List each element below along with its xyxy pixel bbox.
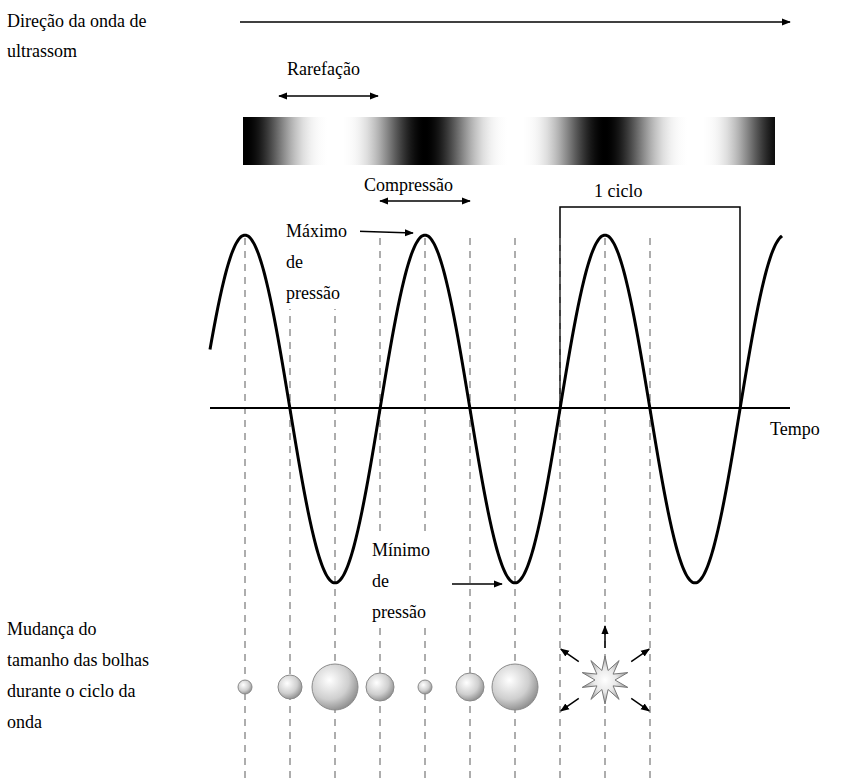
dashed-guide bbox=[244, 238, 245, 778]
dashed-guide bbox=[424, 238, 425, 778]
bubble bbox=[238, 680, 252, 694]
burst-arrow bbox=[561, 649, 579, 662]
bubble bbox=[492, 664, 538, 710]
bubble bbox=[418, 680, 432, 694]
dashed-guides bbox=[245, 238, 650, 778]
compression-span bbox=[380, 200, 470, 202]
bubble-collapse bbox=[561, 626, 649, 711]
dashed-guide bbox=[559, 238, 560, 778]
dashed-guide bbox=[649, 238, 650, 778]
burst-arrow bbox=[561, 698, 579, 711]
cycle-label: 1 ciclo bbox=[592, 180, 644, 202]
burst-arrow bbox=[631, 698, 649, 711]
time-axis bbox=[210, 407, 790, 409]
bubble bbox=[278, 675, 302, 699]
bubble bbox=[366, 673, 394, 701]
compression-label: Compressão bbox=[362, 174, 455, 196]
min-pointer bbox=[452, 583, 502, 585]
bubble bbox=[312, 664, 358, 710]
axis-label: Tempo bbox=[768, 418, 822, 440]
rarefaction-label: Rarefação bbox=[285, 58, 362, 80]
direction-label: Direção da onda de ultrassom bbox=[5, 6, 184, 66]
bubble bbox=[456, 673, 484, 701]
burst-arrow bbox=[604, 626, 606, 648]
pressure-band bbox=[243, 117, 775, 165]
pressure-min-label: Mínimo de pressão bbox=[370, 535, 449, 628]
direction-arrow bbox=[240, 21, 790, 23]
collapse-star bbox=[582, 656, 628, 704]
pressure-max-label: Máximo de pressão bbox=[284, 216, 360, 309]
burst-arrow bbox=[631, 649, 649, 662]
bubble-caption: Mudança do tamanho das bolhas durante o … bbox=[5, 614, 159, 738]
bubbles bbox=[238, 664, 538, 710]
rarefaction-span bbox=[279, 95, 378, 97]
